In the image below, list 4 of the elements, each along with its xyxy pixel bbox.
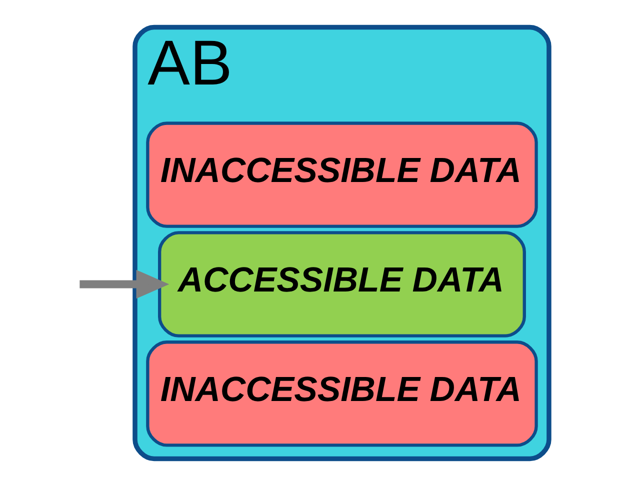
node-box: INACCESSIBLE DATA bbox=[146, 122, 538, 228]
node-box: INACCESSIBLE DATA bbox=[146, 340, 538, 447]
arrow bbox=[80, 270, 170, 299]
node-box: ACCESSIBLE DATA bbox=[158, 231, 526, 338]
